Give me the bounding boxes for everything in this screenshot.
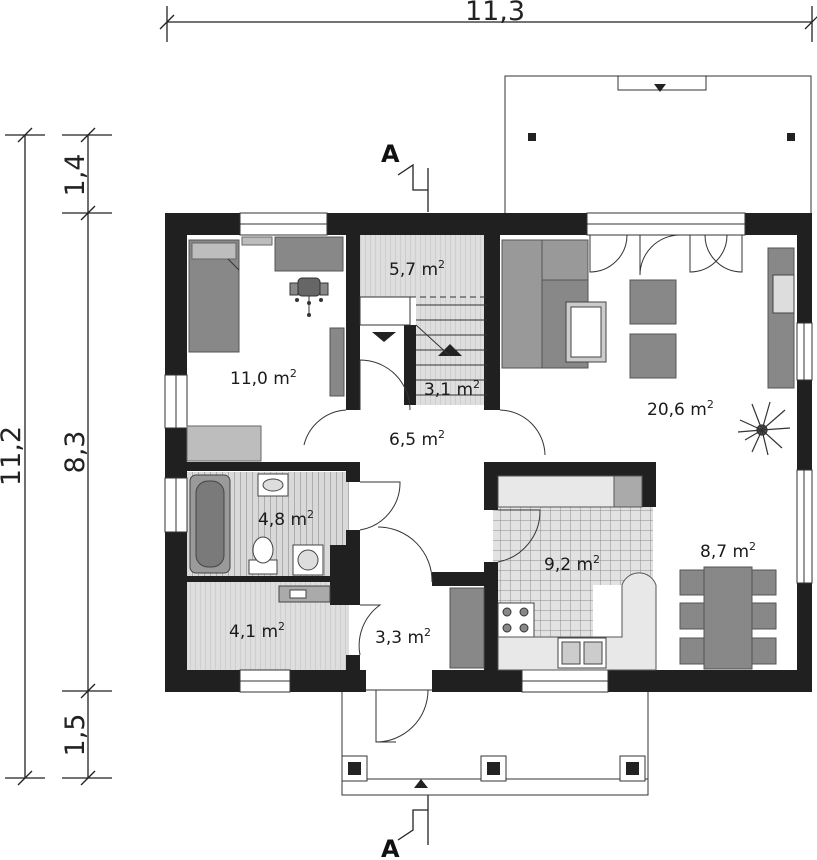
- label-living-room: 20,6 m2: [647, 398, 714, 420]
- stove: [497, 602, 535, 638]
- label-utility: 4,1 m2: [229, 620, 285, 642]
- windows: [164, 212, 813, 693]
- label-hall: 6,5 m2: [389, 428, 445, 450]
- label-vestibule: 3,3 m2: [375, 626, 431, 648]
- toilet: [252, 536, 274, 564]
- terrace-post: [787, 133, 795, 141]
- segment-bottom-label: 1,5: [60, 714, 91, 757]
- section-marker-top: A: [381, 140, 429, 212]
- label-bedroom: 11,0 m2: [230, 367, 297, 389]
- tv-cabinet: [767, 247, 795, 389]
- walls: [165, 213, 812, 692]
- section-marker-bottom: A: [381, 795, 429, 860]
- terrace-door-arrow-icon: [654, 84, 666, 92]
- room-labels: 11,0 m2 5,7 m2 3,1 m2 6,5 m2 4,8 m2 4,1 …: [229, 258, 756, 648]
- overall-width-label: 11,3: [465, 0, 525, 27]
- terrace-post: [528, 133, 536, 141]
- plant-icon: [737, 401, 791, 456]
- doors: [303, 234, 743, 656]
- wardrobe: [329, 327, 345, 397]
- label-stair-lower: 3,1 m2: [424, 378, 480, 400]
- svg-text:A: A: [381, 140, 400, 168]
- stair-upper-floor: [360, 235, 487, 297]
- overall-depth-label: 11,2: [0, 426, 27, 486]
- kitchen-fixtures: [497, 475, 657, 671]
- stair-down-arrow-icon: [372, 332, 396, 342]
- porch: [341, 689, 649, 796]
- label-dining: 8,7 m2: [700, 540, 756, 562]
- stair-up-arrow-icon: [438, 344, 462, 356]
- label-kitchen: 9,2 m2: [544, 553, 600, 575]
- dining-furniture: [679, 566, 777, 670]
- armchair: [629, 333, 677, 379]
- label-stair-upper: 5,7 m2: [389, 258, 445, 280]
- terrace: [504, 75, 812, 219]
- kitchen-floor: [493, 507, 653, 585]
- fridge: [613, 475, 643, 508]
- segment-top-label: 1,4: [60, 154, 91, 197]
- staircase: [359, 296, 487, 396]
- dresser: [186, 425, 262, 462]
- entrance-arrow-icon: [414, 779, 428, 788]
- chair-icon: [289, 277, 329, 317]
- counter-l: [497, 572, 657, 671]
- label-bathroom: 4,8 m2: [258, 508, 314, 530]
- armchair: [629, 279, 677, 325]
- bedroom-furniture: [186, 236, 345, 462]
- utility-fixtures: [278, 585, 331, 603]
- dimension-top: 11,3: [159, 0, 817, 42]
- segment-middle-label: 8,3: [60, 431, 91, 474]
- bathroom-fixtures: [189, 473, 324, 576]
- dimension-left: 11,2 1,4 8,3 1,5: [0, 127, 112, 786]
- svg-text:A: A: [381, 835, 400, 860]
- living-furniture: [501, 239, 795, 456]
- desk: [274, 236, 344, 272]
- wardrobe-vestibule: [449, 587, 485, 669]
- dining-table: [703, 566, 753, 670]
